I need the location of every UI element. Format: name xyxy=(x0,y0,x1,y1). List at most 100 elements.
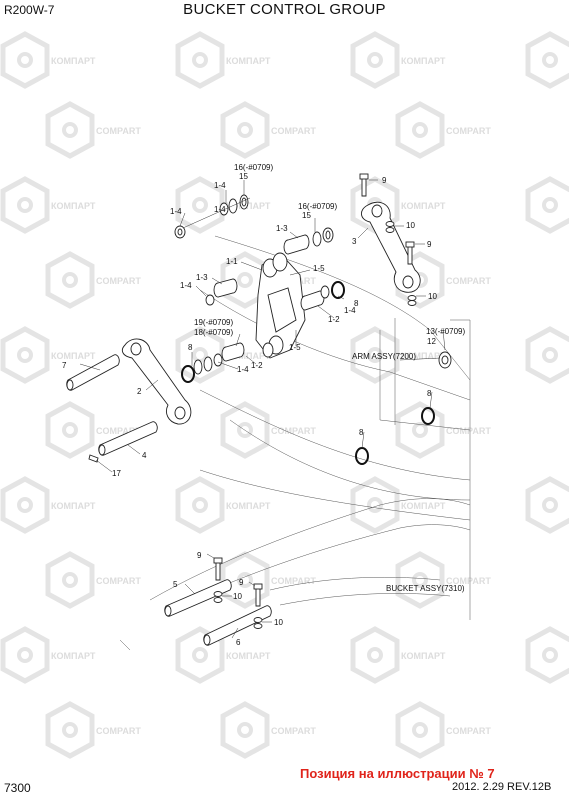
label-1-4-c: 1-4 xyxy=(170,207,182,216)
label-6: 6 xyxy=(236,638,241,647)
pin-6 xyxy=(203,583,272,646)
label-1-4-e: 1-4 xyxy=(344,306,356,315)
svg-text:КОМПАРТ: КОМПАРТ xyxy=(51,501,96,511)
watermark-tile: COMPART xyxy=(48,104,141,156)
svg-text:COMPART: COMPART xyxy=(271,426,316,436)
position-note: Позиция на иллюстрации № 7 xyxy=(300,766,495,781)
pin-stack-upper-left xyxy=(174,194,251,239)
svg-text:КОМПАРТ: КОМПАРТ xyxy=(226,351,271,361)
pin-7 xyxy=(66,354,120,391)
svg-text:COMPART: COMPART xyxy=(96,276,141,286)
label-1-3-b: 1-3 xyxy=(196,273,208,282)
watermark-tile: COMPART xyxy=(48,554,141,606)
svg-text:КОМПАРТ: КОМПАРТ xyxy=(51,651,96,661)
watermark-tile: COMPART xyxy=(223,554,316,606)
label-9-a: 9 xyxy=(382,176,387,185)
watermark-tile: КОМПАРТ xyxy=(528,34,569,86)
label-17: 17 xyxy=(112,469,121,478)
pin-4 xyxy=(88,421,158,463)
watermark-tile: КОМПАРТ xyxy=(3,179,96,231)
watermark-tile: КОМПАРТ xyxy=(353,34,446,86)
bushing-right xyxy=(300,281,345,311)
page-title: BUCKET CONTROL GROUP xyxy=(183,1,386,18)
watermark-tile: COMPART xyxy=(398,104,491,156)
label-3: 3 xyxy=(352,237,357,246)
label-12: 12 xyxy=(427,337,436,346)
link-3 xyxy=(359,173,421,306)
svg-text:COMPART: COMPART xyxy=(271,126,316,136)
label-2: 2 xyxy=(137,387,142,396)
revision-date: 2012. 2.29 REV.12B xyxy=(452,781,552,793)
svg-text:COMPART: COMPART xyxy=(446,426,491,436)
watermark-tile: КОМПАРТ xyxy=(3,34,96,86)
bracket-link xyxy=(255,252,311,359)
label-5: 5 xyxy=(173,580,178,589)
watermark-tile: КОМПАРТ xyxy=(3,629,96,681)
label-16-upper: 16(-#0709) xyxy=(234,163,273,172)
svg-text:КОМПАРТ: КОМПАРТ xyxy=(226,56,271,66)
watermark-tile: COMPART xyxy=(48,254,141,306)
label-4: 4 xyxy=(142,451,147,460)
label-1-4-f: 1-4 xyxy=(237,365,249,374)
watermark-tile: КОМПАРТ xyxy=(528,179,569,231)
watermark-tile: COMPART xyxy=(48,404,141,456)
watermark-tile: КОМПАРТ xyxy=(528,329,569,381)
svg-text:КОМПАРТ: КОМПАРТ xyxy=(51,201,96,211)
svg-text:COMPART: COMPART xyxy=(96,576,141,586)
svg-text:COMPART: COMPART xyxy=(446,726,491,736)
leader-lines xyxy=(79,179,446,639)
label-bucket-assy: BUCKET ASSY(7310) xyxy=(386,584,465,593)
label-13: 13(-#0709) xyxy=(426,327,465,336)
watermark-tile: КОМПАРТ xyxy=(353,329,446,381)
svg-text:КОМПАРТ: КОМПАРТ xyxy=(226,651,271,661)
svg-text:КОМПАРТ: КОМПАРТ xyxy=(401,201,446,211)
watermark-tile: КОМПАРТ xyxy=(353,179,446,231)
label-1-4-d: 1-4 xyxy=(180,281,192,290)
label-9-b: 9 xyxy=(427,240,432,249)
watermark-tile: COMPART xyxy=(223,404,316,456)
svg-text:COMPART: COMPART xyxy=(446,276,491,286)
label-arm-assy: ARM ASSY(7200) xyxy=(352,352,416,361)
label-1-5-a: 1-5 xyxy=(313,264,325,273)
svg-text:КОМПАРТ: КОМПАРТ xyxy=(401,651,446,661)
label-1-4-b: 1-4 xyxy=(214,205,226,214)
pin-5 xyxy=(164,557,232,617)
svg-text:COMPART: COMPART xyxy=(446,576,491,586)
label-1-1: 1-1 xyxy=(226,257,238,266)
pin-stack-upper-right xyxy=(283,227,334,255)
watermark-tile: КОМПАРТ xyxy=(3,329,96,381)
label-16-mid: 16(-#0709) xyxy=(298,202,337,211)
label-19: 19(-#0709) xyxy=(194,318,233,327)
watermark-tile: КОМПАРТ xyxy=(528,629,569,681)
label-10-b: 10 xyxy=(428,292,437,301)
watermark-tile: COMPART xyxy=(48,704,141,756)
label-8-c: 8 xyxy=(427,389,432,398)
watermark-tile: КОМПАРТ xyxy=(178,479,271,531)
svg-text:КОМПАРТ: КОМПАРТ xyxy=(51,56,96,66)
label-8-b: 8 xyxy=(188,343,193,352)
label-15-mid: 15 xyxy=(302,211,311,220)
watermark-tile: COMPART xyxy=(398,404,491,456)
watermark-tile: COMPART xyxy=(223,104,316,156)
watermark-tile: КОМПАРТ xyxy=(178,179,271,231)
svg-text:КОМПАРТ: КОМПАРТ xyxy=(401,501,446,511)
svg-text:COMPART: COMPART xyxy=(271,726,316,736)
label-7: 7 xyxy=(62,361,67,370)
label-10-d: 10 xyxy=(274,618,283,627)
page-code: 7300 xyxy=(4,781,31,795)
label-1-2-a: 1-2 xyxy=(328,315,340,324)
watermark-tile: COMPART xyxy=(398,554,491,606)
svg-text:COMPART: COMPART xyxy=(446,126,491,136)
svg-text:КОМПАРТ: КОМПАРТ xyxy=(51,351,96,361)
watermark-tile: COMPART xyxy=(398,704,491,756)
label-1-5-b: 1-5 xyxy=(289,343,301,352)
bushing-left xyxy=(205,278,238,306)
label-1-2-b: 1-2 xyxy=(251,361,263,370)
svg-text:КОМПАРТ: КОМПАРТ xyxy=(226,501,271,511)
svg-text:COMPART: COMPART xyxy=(96,726,141,736)
link-2 xyxy=(121,338,192,425)
label-8-d: 8 xyxy=(359,428,364,437)
label-1-3-a: 1-3 xyxy=(276,224,288,233)
svg-text:КОМПАРТ: КОМПАРТ xyxy=(401,351,446,361)
